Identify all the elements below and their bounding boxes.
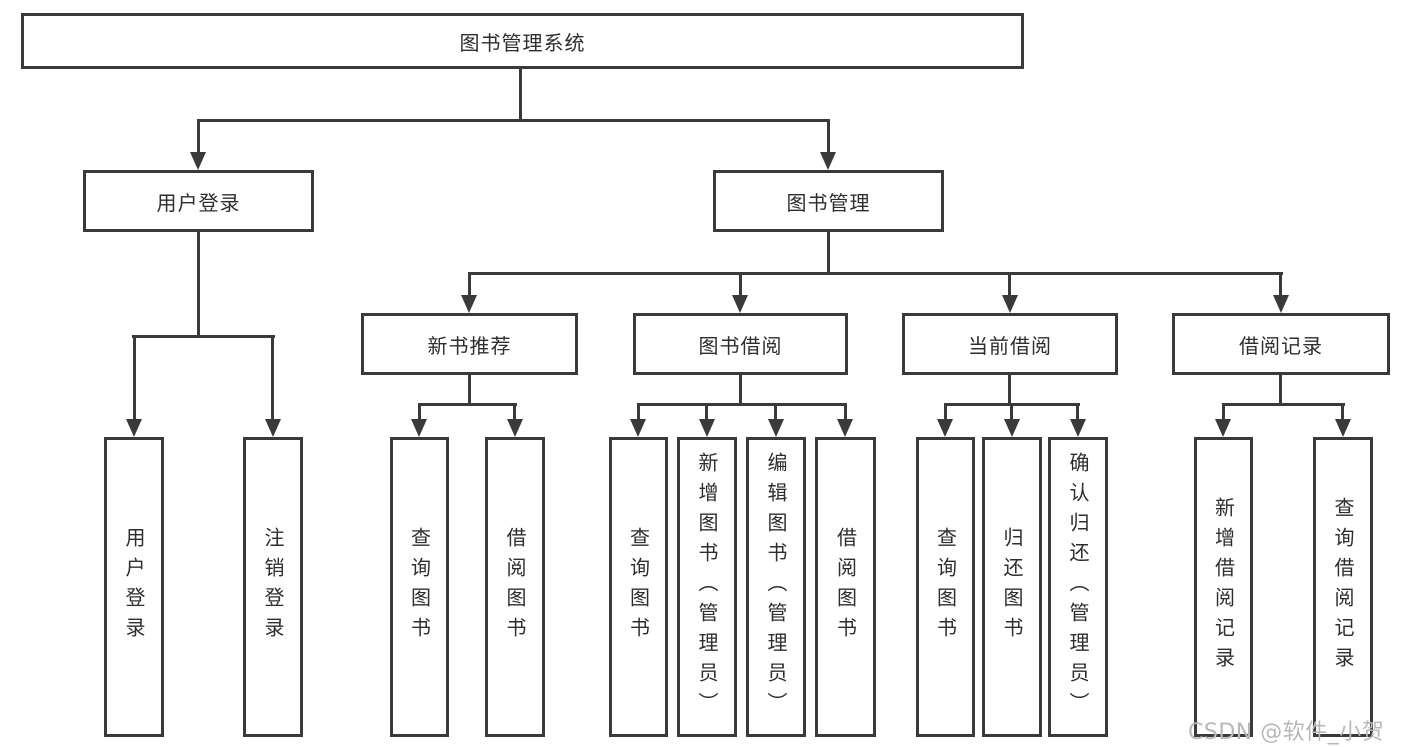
arrowhead-down — [937, 419, 953, 437]
connector-line — [468, 272, 1283, 275]
connector-line — [1010, 403, 1013, 420]
arrowhead-down — [1070, 419, 1086, 437]
connector-line — [705, 403, 708, 420]
leaf-logout: 注销登录 — [243, 437, 303, 737]
node-label: 用户登录 — [156, 190, 241, 215]
leaf-label: 归还图书 — [1000, 527, 1024, 647]
leaf-label: 查询借阅记录 — [1331, 497, 1355, 677]
leaf-label: 查询图书 — [626, 527, 651, 647]
connector-line — [197, 119, 200, 153]
leaf-query-borrow-record: 查询借阅记录 — [1313, 437, 1373, 737]
leaf-label: 用户登录 — [122, 527, 146, 647]
arrowhead-down — [1273, 295, 1289, 313]
connector-line — [827, 232, 830, 274]
connector-line — [132, 335, 275, 338]
connector-line — [197, 232, 200, 338]
connector-line — [1008, 272, 1011, 296]
arrowhead-down — [1335, 419, 1351, 437]
node-book-borrowing: 图书借阅 — [633, 313, 848, 375]
connector-line — [1222, 403, 1225, 420]
leaf-label: 确认归还（管理员） — [1066, 452, 1090, 722]
arrowhead-down — [461, 295, 477, 313]
leaf-recommend-borrow-books: 借阅图书 — [485, 437, 545, 737]
leaf-user-login: 用户登录 — [104, 437, 164, 737]
leaf-add-borrow-record: 新增借阅记录 — [1194, 437, 1253, 737]
arrowhead-down — [1215, 419, 1231, 437]
leaf-label: 借阅图书 — [833, 527, 858, 647]
connector-line — [1279, 272, 1282, 296]
connector-line — [739, 375, 742, 406]
connector-line — [827, 119, 830, 153]
connector-line — [271, 335, 274, 421]
arrowhead-down — [820, 152, 836, 170]
connector-line — [637, 403, 847, 406]
connector-line — [468, 272, 471, 296]
connector-line — [1279, 375, 1282, 406]
connector-line — [1222, 403, 1345, 406]
node-borrowing-records: 借阅记录 — [1172, 313, 1390, 375]
arrowhead-down — [768, 419, 784, 437]
arrowhead-down — [126, 419, 142, 437]
connector-line — [774, 403, 777, 420]
leaf-label: 新增借阅记录 — [1211, 497, 1236, 677]
arrowhead-down — [507, 419, 523, 437]
leaf-borrowing-query-books: 查询图书 — [609, 437, 668, 737]
connector-line — [197, 119, 830, 122]
connector-line — [519, 69, 522, 121]
arrowhead-down — [630, 419, 646, 437]
node-new-book-recommendation: 新书推荐 — [361, 313, 578, 375]
connector-line — [1341, 403, 1344, 420]
leaf-add-books-admin: 新增图书（管理员） — [677, 437, 737, 737]
connector-line — [133, 335, 136, 421]
connector-line — [1076, 403, 1079, 420]
connector-line — [468, 375, 471, 406]
node-current-borrowing: 当前借阅 — [902, 313, 1118, 375]
arrowhead-down — [190, 152, 206, 170]
leaf-label: 借阅图书 — [503, 527, 527, 647]
arrowhead-down — [265, 419, 281, 437]
node-library-management-system: 图书管理系统 — [21, 13, 1024, 69]
connector-line — [637, 403, 640, 420]
connector-line — [418, 403, 421, 420]
leaf-label: 查询图书 — [933, 527, 958, 647]
leaf-label: 注销登录 — [261, 527, 285, 647]
node-label: 图书借阅 — [698, 333, 783, 358]
leaf-label: 编辑图书（管理员） — [764, 452, 788, 722]
arrowhead-down — [699, 419, 715, 437]
arrowhead-down — [411, 419, 427, 437]
node-label: 图书管理 — [786, 190, 871, 215]
connector-line — [1008, 375, 1011, 406]
leaf-borrowing-borrow-books: 借阅图书 — [815, 437, 876, 737]
leaf-label: 查询图书 — [407, 527, 432, 647]
node-label: 当前借阅 — [968, 333, 1052, 358]
connector-line — [739, 272, 742, 296]
connector-line — [418, 403, 517, 406]
leaf-recommend-query-books: 查询图书 — [390, 437, 449, 737]
arrowhead-down — [732, 295, 748, 313]
node-label: 新书推荐 — [427, 333, 512, 358]
node-label: 借阅记录 — [1239, 333, 1323, 358]
node-book-management-module: 图书管理 — [713, 170, 944, 232]
arrowhead-down — [1004, 419, 1020, 437]
connector-line — [844, 403, 847, 420]
leaf-label: 新增图书（管理员） — [695, 452, 719, 722]
leaf-confirm-return-admin: 确认归还（管理员） — [1048, 437, 1108, 737]
node-label: 图书管理系统 — [459, 30, 586, 55]
arrowhead-down — [1002, 295, 1018, 313]
leaf-current-query-books: 查询图书 — [916, 437, 975, 737]
connector-line — [944, 403, 947, 420]
csdn-watermark: CSDN @软件_小贺同学 — [1188, 720, 1385, 745]
arrowhead-down — [837, 419, 853, 437]
node-user-login-module: 用户登录 — [83, 170, 314, 232]
leaf-return-books: 归还图书 — [982, 437, 1042, 737]
connector-line — [513, 403, 516, 420]
leaf-edit-books-admin: 编辑图书（管理员） — [746, 437, 806, 737]
